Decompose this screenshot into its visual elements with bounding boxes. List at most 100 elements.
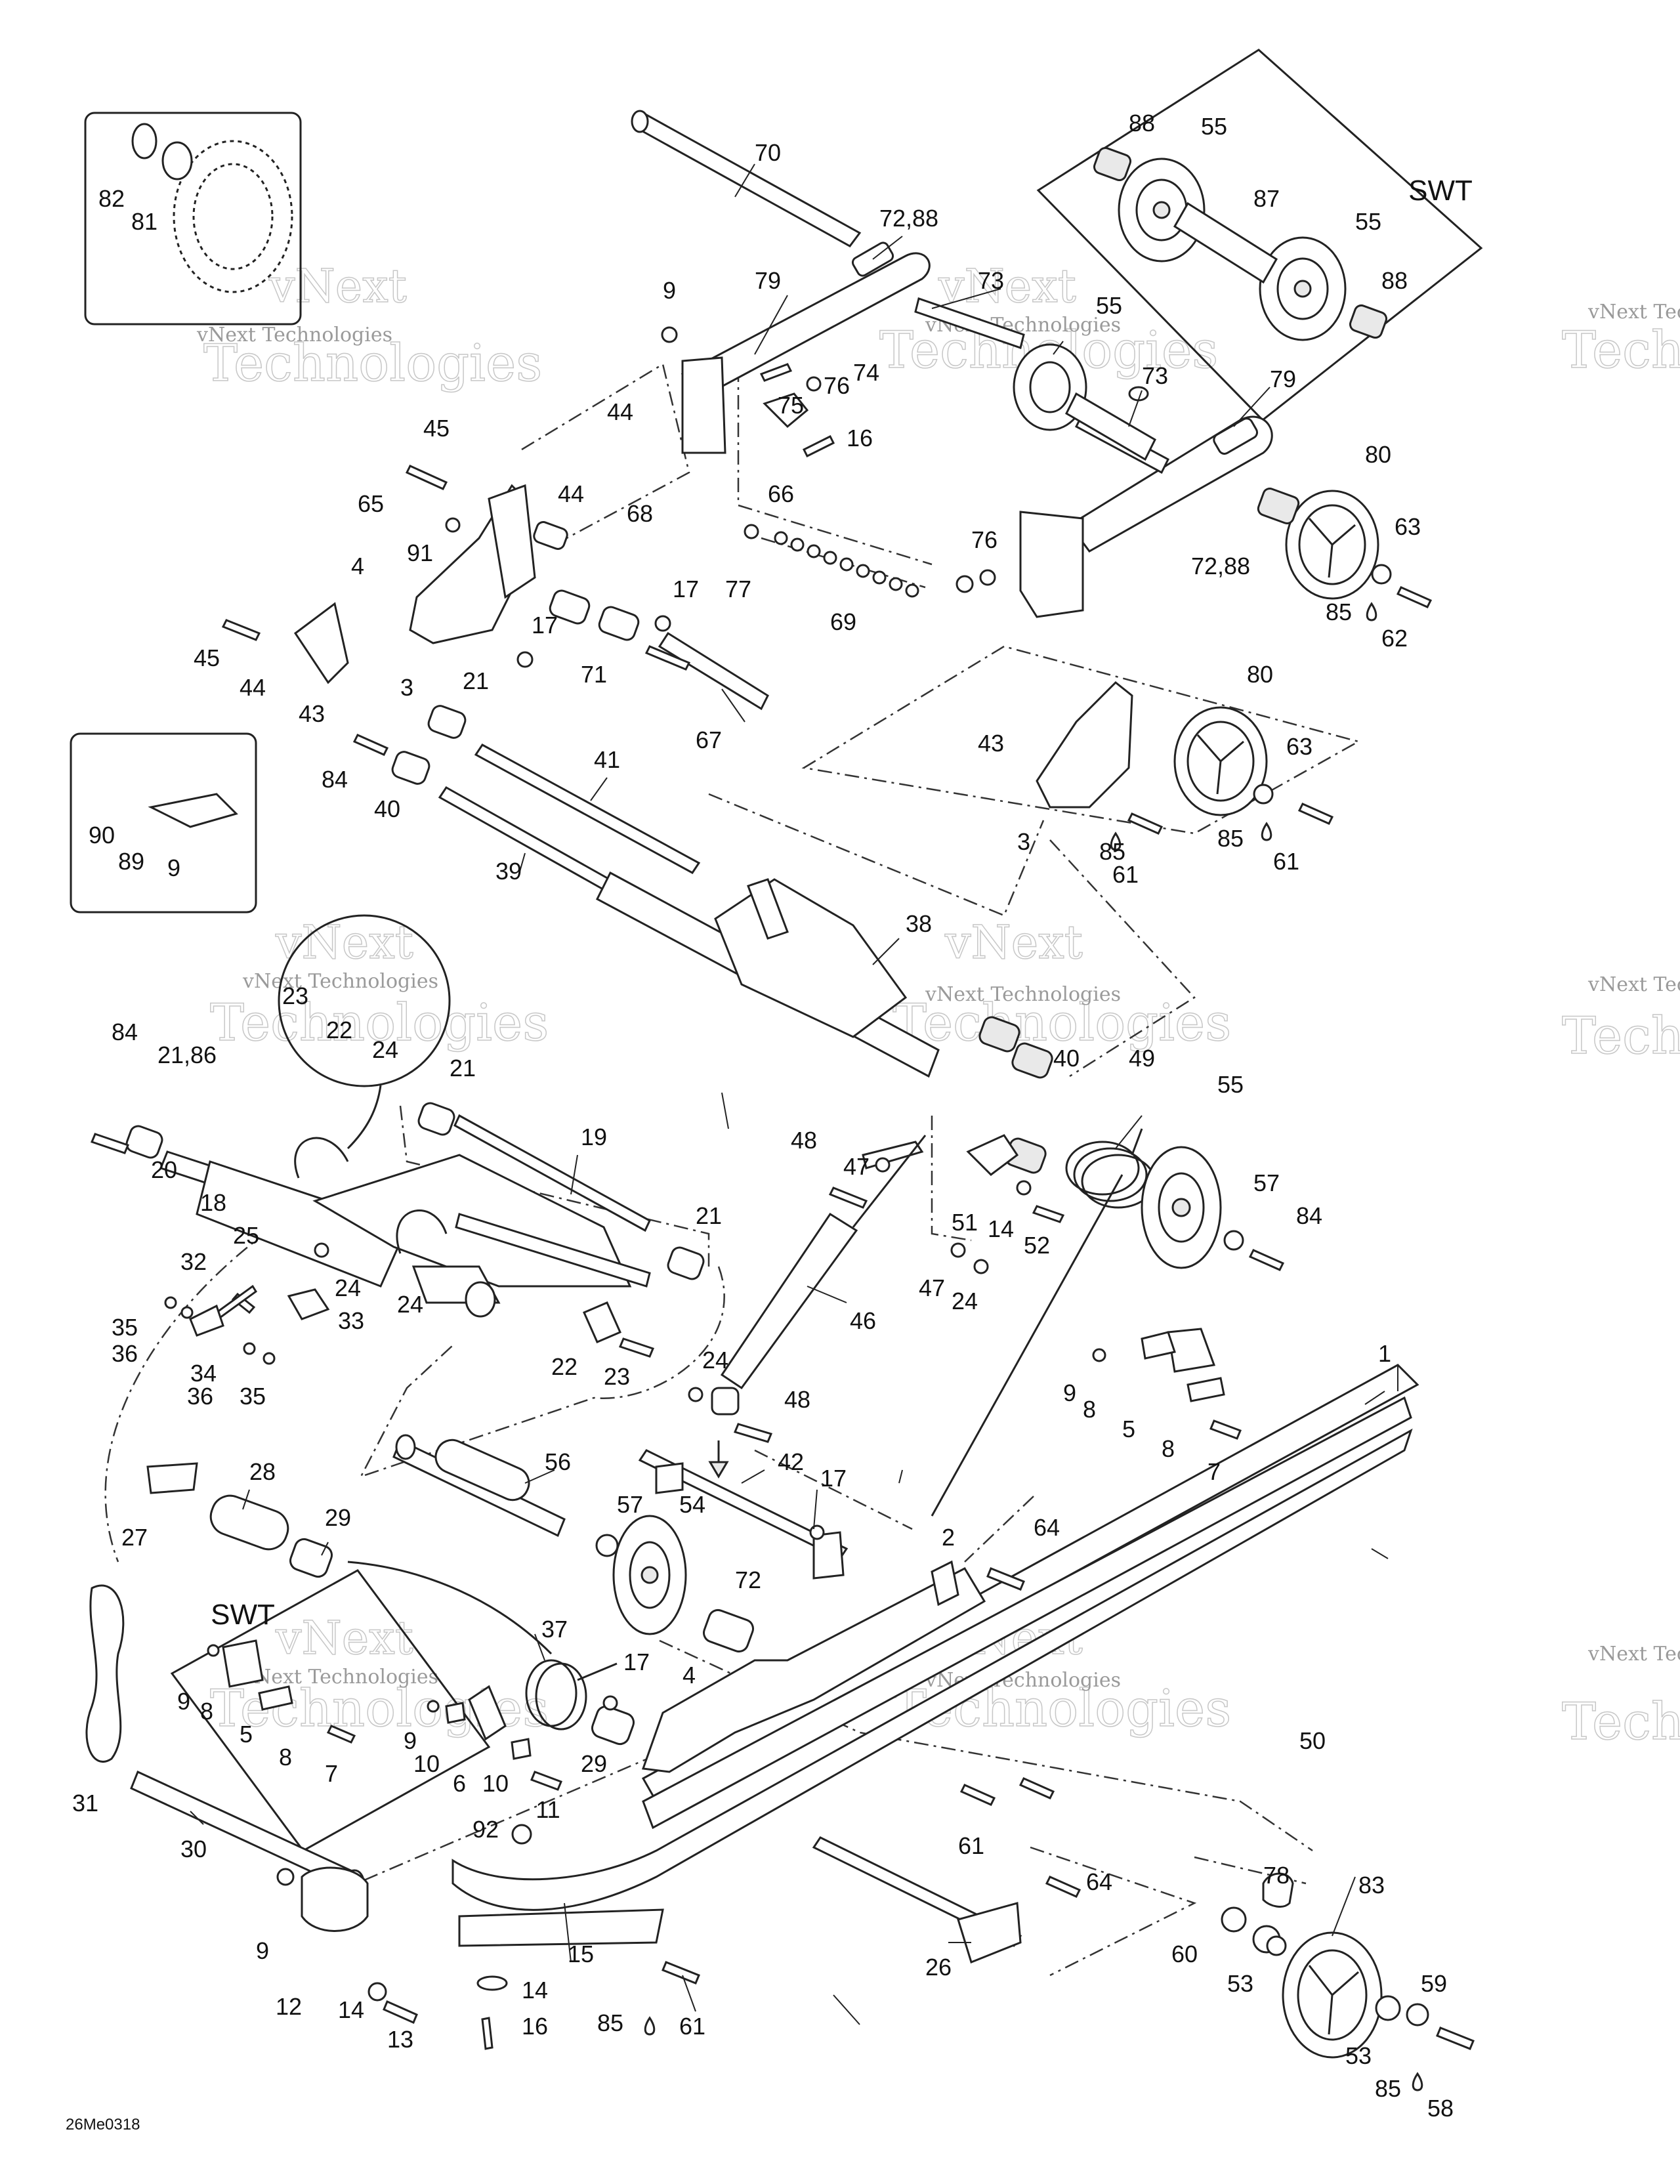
- nut-24: [688, 1387, 704, 1402]
- inset-box-swt-block: [170, 1569, 491, 1852]
- snap-ring-82: [131, 123, 158, 159]
- washer-14: [1016, 1180, 1032, 1196]
- diagram-code: 26Me0318: [66, 2116, 140, 2133]
- callout: 84: [1296, 1202, 1322, 1229]
- callout: 1: [1378, 1340, 1391, 1367]
- callout: 41: [594, 746, 620, 773]
- callout: 29: [581, 1750, 607, 1777]
- callout: 72,88: [1191, 553, 1250, 579]
- callout: 24: [952, 1288, 978, 1314]
- leader: [1371, 1548, 1389, 1559]
- leader: [721, 688, 746, 723]
- nut-47: [875, 1157, 891, 1173]
- bushing-29b: [591, 1705, 635, 1746]
- bolt-68: [644, 645, 691, 671]
- bushing-40: [391, 751, 430, 785]
- leader: [872, 938, 900, 965]
- callout: 11: [536, 1796, 560, 1823]
- inset-wheel-dotted-rim: [192, 163, 274, 270]
- bolt-61: [1127, 812, 1164, 835]
- callout: 54: [679, 1491, 705, 1518]
- idler-wheel-54-center: [640, 1566, 659, 1584]
- assembly-guide-lines: [104, 363, 1361, 1977]
- spacer-69: [889, 577, 903, 591]
- callout: 9: [663, 277, 676, 304]
- front-arm-assembly: [293, 484, 1133, 808]
- rail-2-side: [641, 1567, 986, 1773]
- block-6: [468, 1685, 507, 1741]
- guide-line: [399, 1105, 710, 1267]
- arm-38-tab: [747, 878, 789, 940]
- watermark-large: Technologies: [892, 994, 1231, 1053]
- slide-rail-assembly: [452, 1364, 1419, 1947]
- spring-49-arm: [931, 1174, 1124, 1517]
- spring-37-leg: [577, 1662, 618, 1681]
- callout: 91: [407, 539, 433, 566]
- variant-tag-swt: SWT: [211, 1599, 275, 1631]
- ring-57: [595, 1534, 619, 1557]
- bushing-88: [1349, 304, 1388, 339]
- callout: 84: [322, 766, 348, 793]
- rear-wheel-83-rim: [1297, 1949, 1368, 2041]
- lubricant-drop-icon: [1412, 2072, 1423, 2091]
- nut-9: [427, 1700, 440, 1713]
- callout: 44: [607, 398, 633, 425]
- watermark-brand: vNext: [944, 915, 1083, 969]
- plate-27: [146, 1462, 198, 1494]
- front-arm-3-plate: [488, 484, 536, 599]
- callout: 80: [1247, 661, 1273, 688]
- callout: 31: [72, 1790, 98, 1816]
- callout: 8: [279, 1744, 292, 1771]
- bearing-81: [161, 141, 193, 180]
- bushing-21d: [667, 1246, 705, 1280]
- callout: 73: [978, 267, 1004, 294]
- callout: 22: [326, 1017, 352, 1043]
- arm-79-rear-slot: [1213, 417, 1259, 455]
- bolt-64: [1045, 1876, 1082, 1898]
- rear-wheel-80-rim: [1298, 504, 1366, 585]
- spring-37-arm: [347, 1561, 553, 1655]
- leader: [590, 777, 608, 801]
- callout: 72,88: [879, 205, 938, 232]
- bolt-61: [959, 1784, 996, 1806]
- shaft-19: [455, 1213, 651, 1288]
- callout: 36: [187, 1383, 213, 1410]
- inset-box-bracket: [70, 732, 257, 914]
- callout: 63: [1286, 733, 1312, 760]
- callout: 61: [958, 1832, 984, 1859]
- nut-17: [602, 1695, 618, 1711]
- leader: [1128, 390, 1143, 427]
- watermark-large: Technologies: [203, 334, 542, 393]
- callout: 24: [397, 1291, 423, 1318]
- bolt-84: [352, 734, 389, 756]
- guide-line: [104, 1229, 270, 1563]
- rear-wheel-83-spokes: [1308, 1965, 1359, 2035]
- callout: 64: [1086, 1868, 1112, 1895]
- bolt-16: [481, 2017, 494, 2050]
- callout: 28: [249, 1458, 276, 1485]
- callout: 3: [1017, 828, 1030, 855]
- callout: 25: [233, 1222, 259, 1249]
- rod-73-upper: [914, 297, 1025, 349]
- guide-line: [737, 368, 933, 566]
- callout: 9: [404, 1727, 417, 1754]
- callout: 24: [702, 1347, 728, 1374]
- callout: 87: [1253, 185, 1280, 212]
- hardware: [90, 326, 1475, 2091]
- spring-37-coil: [535, 1662, 587, 1731]
- bracket-26: [957, 1902, 1022, 1964]
- lubricant-drop-icon: [1366, 602, 1377, 621]
- callout: 39: [495, 858, 522, 885]
- callout: 67: [696, 726, 722, 753]
- bushing-21c: [417, 1102, 455, 1136]
- nut-35: [164, 1296, 177, 1309]
- callout: 16: [522, 2013, 548, 2040]
- callout: 45: [194, 644, 220, 671]
- callout: 66: [768, 480, 794, 507]
- bolt-75: [759, 363, 793, 382]
- front-swing-arm-18: [125, 1102, 705, 1343]
- callout: 44: [558, 480, 584, 507]
- nut-9: [1092, 1348, 1106, 1362]
- callout: 24: [372, 1036, 398, 1063]
- washer-63: [1253, 784, 1274, 805]
